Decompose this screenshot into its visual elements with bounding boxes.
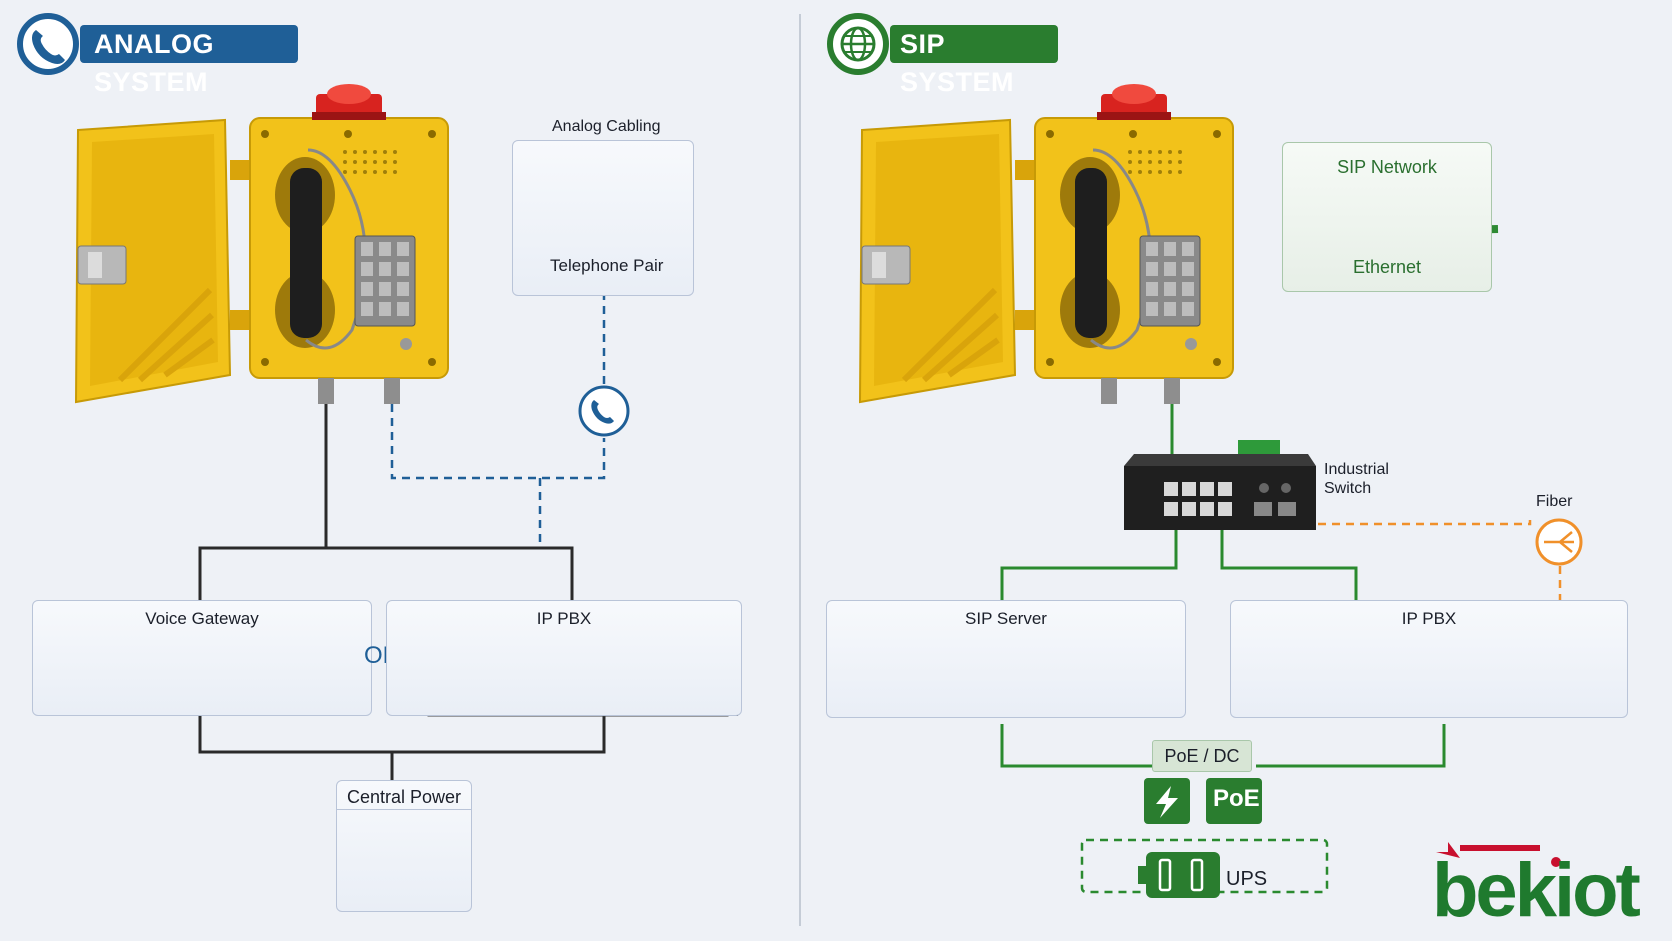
poe-dc-label: PoE / DC [1152,740,1252,772]
voice-gateway-label: Voice Gateway [145,609,259,628]
sip-emergency-phone [858,84,1234,404]
sip-server-label: SIP Server [965,609,1047,628]
poe-icon-box [1206,778,1262,824]
voice-gateway-box: Voice Gateway [32,600,372,716]
switch-label-line1: Industrial [1324,461,1389,478]
ups-label: UPS [1226,868,1268,890]
sip-network-box: SIP Network Ethernet [1282,142,1492,292]
analog-ip-pbx-label: IP PBX [536,609,592,628]
analog-wiring [198,296,606,780]
sip-network-label: SIP Network [1337,157,1437,177]
poe-dc-text: PoE / DC [1164,746,1240,766]
analog-title-text: ANALOG SYSTEM [94,29,214,97]
battery-icon [1138,852,1220,898]
analog-system-title: ANALOG SYSTEM [80,25,298,97]
analog-ip-pbx-box: IP PBX [386,600,742,716]
analog-cabling-title: Analog Cabling [552,118,661,135]
globe-icon [827,13,889,75]
central-power-label: Central Power [346,787,462,807]
sip-title-text: SIP SYSTEM [900,29,1015,97]
telephone-pair-label: Telephone Pair [550,256,664,275]
central-power-box: Central Power [336,780,472,912]
sip-ip-pbx-label: IP PBX [1401,609,1457,628]
fiber-label: Fiber [1536,493,1573,510]
phone-icon [17,13,79,75]
switch-label-line2: Switch [1324,480,1372,497]
ethernet-label: Ethernet [1352,257,1422,277]
analog-emergency-phone [74,84,449,404]
poe-icon-label: PoE [1213,785,1260,812]
sip-ip-pbx-box: IP PBX [1230,600,1628,718]
bekiot-logo: bekiot [1432,842,1643,933]
industrial-switch-device [1124,440,1316,530]
sip-server-box: SIP Server [826,600,1186,718]
industrial-switch-label: Industrial Switch [1324,460,1389,498]
bolt-icon [1144,778,1190,824]
sip-system-title: SIP SYSTEM [890,25,1058,97]
fiber-icon [1535,518,1583,566]
logo-text: bekiot [1432,848,1640,933]
analog-cabling-box [512,140,694,296]
telephone-line-icon [578,385,630,437]
